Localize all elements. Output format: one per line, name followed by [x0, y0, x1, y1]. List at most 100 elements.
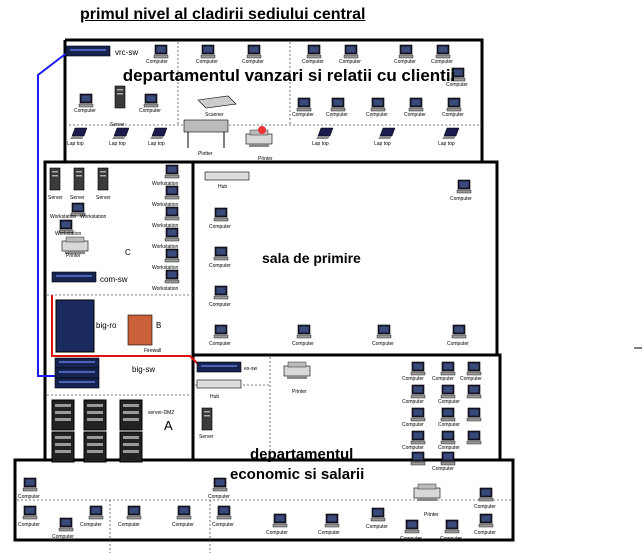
svg-text:Workstation: Workstation — [80, 214, 107, 220]
svg-text:Workstation: Workstation — [152, 244, 179, 250]
svg-text:Computer: Computer — [394, 59, 416, 65]
svg-text:Hub: Hub — [210, 394, 219, 400]
partitions — [17, 42, 511, 553]
svg-text:Computer: Computer — [18, 494, 40, 500]
svg-text:Computer: Computer — [146, 59, 168, 65]
page-title: primul nivel al cladirii sediului centra… — [80, 6, 366, 23]
svg-text:Computer: Computer — [446, 82, 468, 88]
svg-text:server-DMZ: server-DMZ — [148, 410, 174, 416]
svg-text:Computer: Computer — [402, 422, 424, 428]
svg-text:Computer: Computer — [402, 399, 424, 405]
sales-department: vrc-sw Computer Computer Computer Comput… — [65, 44, 468, 162]
svg-text:Workstation: Workstation — [152, 181, 179, 187]
big-ro-label: big-ro — [96, 321, 117, 330]
svg-text:Computer: Computer — [440, 536, 462, 542]
svg-text:Computer: Computer — [318, 530, 340, 536]
economic-label-2: economic si salarii — [230, 466, 365, 483]
svg-text:Computer: Computer — [431, 59, 453, 65]
reception: Hub Computer Computer Computer Computer … — [204, 171, 472, 347]
svg-text:Firewall: Firewall — [144, 348, 161, 354]
svg-text:Lap top: Lap top — [312, 141, 329, 147]
svg-text:Computer: Computer — [438, 422, 460, 428]
svg-text:Workstation: Workstation — [55, 231, 82, 237]
svg-text:Computer: Computer — [474, 504, 496, 510]
svg-text:Plotter: Plotter — [198, 151, 213, 157]
svg-text:Server: Server — [70, 195, 85, 201]
svg-text:Workstation: Workstation — [50, 214, 77, 220]
svg-text:Scanner: Scanner — [205, 112, 224, 118]
svg-text:Computer: Computer — [74, 108, 96, 114]
reception-label: sala de primire — [262, 250, 361, 266]
svg-text:Computer: Computer — [196, 59, 218, 65]
svg-text:Lap top: Lap top — [67, 141, 84, 147]
svg-text:Lap top: Lap top — [374, 141, 391, 147]
svg-text:Printer: Printer — [66, 253, 81, 259]
svg-text:Computer: Computer — [450, 196, 472, 202]
svg-text:Computer: Computer — [52, 534, 74, 540]
svg-text:Computer: Computer — [432, 376, 454, 382]
zone-a: server-DMZ A — [51, 399, 174, 463]
svg-text:Computer: Computer — [212, 522, 234, 528]
svg-text:Printer: Printer — [424, 512, 439, 518]
svg-text:Computer: Computer — [172, 522, 194, 528]
svg-text:Computer: Computer — [266, 530, 288, 536]
zone-c: Server Server Server Workstation Worksta… — [48, 164, 180, 389]
svg-text:Lap top: Lap top — [148, 141, 165, 147]
svg-text:Computer: Computer — [366, 112, 388, 118]
svg-text:Computer: Computer — [326, 112, 348, 118]
economic-upper: es-sw Hub Server Printer Computer Comput… — [196, 361, 482, 472]
svg-text:es-sw: es-sw — [244, 366, 257, 372]
svg-text:Computer: Computer — [402, 445, 424, 451]
svg-text:Workstation: Workstation — [152, 202, 179, 208]
svg-text:Computer: Computer — [474, 530, 496, 536]
svg-text:Computer: Computer — [208, 494, 230, 500]
svg-text:Computer: Computer — [402, 376, 424, 382]
com-sw-label: com-sw — [100, 275, 128, 284]
svg-text:Computer: Computer — [438, 445, 460, 451]
svg-text:Computer: Computer — [404, 112, 426, 118]
svg-text:Lap top: Lap top — [438, 141, 455, 147]
svg-text:Computer: Computer — [302, 59, 324, 65]
svg-text:Computer: Computer — [438, 399, 460, 405]
svg-text:Computer: Computer — [18, 522, 40, 528]
svg-text:Computer: Computer — [242, 59, 264, 65]
sales-department-label: departamentul vanzari si relatii cu clie… — [122, 66, 456, 85]
svg-text:Lap top: Lap top — [109, 141, 126, 147]
svg-text:Computer: Computer — [372, 341, 394, 347]
svg-text:Workstation: Workstation — [152, 286, 179, 292]
svg-text:Printer: Printer — [258, 156, 273, 162]
svg-text:Server: Server — [96, 195, 111, 201]
svg-text:Computer: Computer — [432, 466, 454, 472]
svg-text:Hub: Hub — [218, 184, 227, 190]
svg-text:Computer: Computer — [139, 108, 161, 114]
svg-text:Computer: Computer — [460, 376, 482, 382]
svg-text:Computer: Computer — [447, 341, 469, 347]
svg-text:Printer: Printer — [292, 389, 307, 395]
svg-text:Computer: Computer — [292, 112, 314, 118]
svg-text:Workstation: Workstation — [152, 265, 179, 271]
zone-b-label: B — [156, 321, 161, 330]
walls — [13, 38, 515, 542]
svg-text:Computer: Computer — [80, 522, 102, 528]
big-sw-label: big-sw — [132, 365, 155, 374]
svg-text:Computer: Computer — [400, 536, 422, 542]
svg-text:Computer: Computer — [209, 224, 231, 230]
zone-c-label: C — [125, 248, 131, 257]
vrc-sw-label: vrc-sw — [115, 48, 138, 57]
svg-text:Computer: Computer — [209, 302, 231, 308]
svg-text:Server: Server — [199, 434, 214, 440]
svg-text:Server: Server — [110, 122, 125, 128]
svg-text:Computer: Computer — [118, 522, 140, 528]
svg-text:Computer: Computer — [339, 59, 361, 65]
economic-label-1: departamentul — [250, 446, 354, 463]
svg-text:Computer: Computer — [209, 263, 231, 269]
economic-lower: Computer Computer Computer Computer Comp… — [18, 477, 496, 542]
svg-text:Workstation: Workstation — [152, 223, 179, 229]
svg-text:Computer: Computer — [209, 341, 231, 347]
zone-a-label: A — [164, 418, 173, 433]
network-links — [37, 51, 199, 377]
svg-text:Computer: Computer — [292, 341, 314, 347]
svg-text:Server: Server — [48, 195, 63, 201]
svg-text:Computer: Computer — [366, 524, 388, 530]
